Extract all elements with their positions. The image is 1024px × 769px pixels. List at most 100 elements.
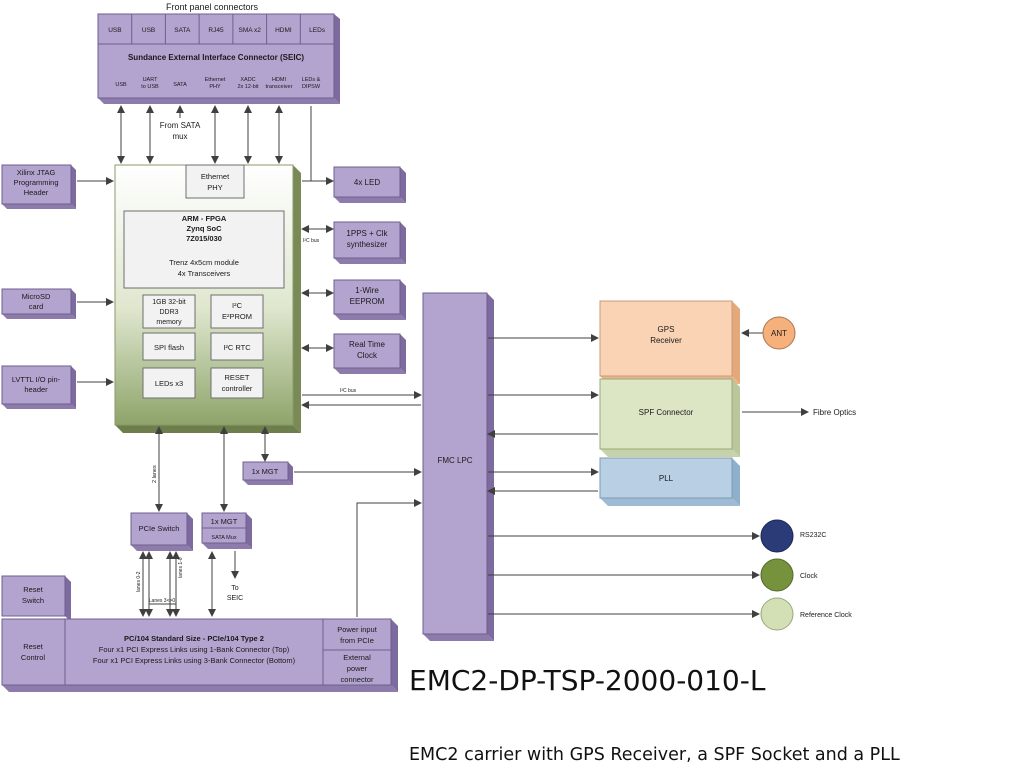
seic-sub-sata: SATA — [173, 82, 187, 88]
seic-sub-eth-2: PHY — [209, 84, 221, 90]
rtc-label-1: Real Time — [349, 340, 386, 349]
lanes-0-2-label: lanes 0-2 — [136, 571, 142, 592]
i2c-bus-label-2: I²C bus — [340, 388, 357, 394]
onewire-label-1: 1-Wire — [355, 286, 379, 295]
fmc-lpc-block — [422, 292, 494, 641]
lvttl-header-block — [1, 365, 76, 409]
clock-circle — [760, 558, 794, 592]
ddr3-label-1: 1GB 32-bit — [152, 299, 186, 306]
rtc-label-2: Clock — [357, 351, 378, 360]
seic-sub-usb: USB — [115, 82, 127, 88]
clock-label: Clock — [800, 573, 818, 580]
i2c-rtc-box — [210, 332, 264, 361]
to-seic-label-2: SEIC — [227, 595, 243, 602]
fp-port-5: SMA x2 — [238, 27, 261, 34]
reference-clock-circle — [760, 597, 794, 631]
reset-controller-box — [210, 367, 264, 399]
power-pcie-label-2: from PCIe — [340, 636, 374, 645]
leds-x3-box — [142, 367, 196, 399]
ddr3-box — [142, 294, 196, 329]
gps-label-2: Receiver — [650, 336, 682, 345]
transceivers-label: 4x Transceivers — [178, 269, 231, 278]
jtag-label-2: Programming — [13, 178, 58, 187]
jtag-header-block — [1, 164, 76, 209]
reference-clock-label: Reference Clock — [800, 612, 852, 619]
trenz-module-label: Trenz 4x5cm module — [169, 258, 239, 267]
lvttl-label-1: LVTTL I/O pin- — [12, 375, 61, 384]
reset-switch-label-2: Switch — [22, 596, 44, 605]
reset-switch-block — [1, 575, 71, 622]
fmc-lpc-label: FMC LPC — [437, 456, 472, 465]
ddr3-label-2: DDR3 — [159, 309, 178, 316]
jtag-label-1: Xilinx JTAG — [17, 168, 56, 177]
lanes-1-0-label: lanes 1-0 — [178, 557, 184, 578]
microsd-label-2: card — [29, 302, 44, 311]
lvttl-label-2: header — [24, 385, 48, 394]
to-seic-label-1: To — [231, 585, 239, 592]
front-panel-title: Front panel connectors — [166, 2, 259, 12]
mgt2-label: 1x MGT — [211, 517, 238, 526]
zynq-part-label: 7Z015/030 — [186, 234, 222, 243]
seic-sub-eth-1: Ethernet — [205, 77, 226, 83]
fp-port-2: USB — [142, 27, 155, 34]
seic-sub-uart-2: to USB — [141, 84, 159, 90]
zynq-soc-box — [123, 210, 285, 289]
jtag-label-3: Header — [24, 188, 49, 197]
reset-control-label-2: Control — [21, 653, 46, 662]
fp-port-6: HDMI — [275, 27, 292, 34]
product-caption: EMC2 carrier with GPS Receiver, a SPF So… — [409, 745, 900, 765]
i2c-bus-label-1: I²C bus — [303, 238, 320, 244]
pcie-switch-label: PCIe Switch — [139, 524, 180, 533]
zynq-soc-label: Zynq SoC — [187, 224, 223, 233]
pll-label: PLL — [659, 474, 674, 483]
rs232-label: RS232C — [800, 532, 826, 539]
eth-phy-label-2: PHY — [207, 183, 222, 192]
lanes-2-label: 2 lanes — [152, 465, 158, 483]
pps-synth-block — [333, 221, 406, 264]
mgt2-sata-mux-block — [201, 512, 252, 549]
pps-label-1: 1PPS + Clk — [346, 229, 388, 238]
spf-label: SPF Connector — [639, 408, 694, 417]
microsd-block — [1, 288, 76, 319]
seic-sub-hdmi-2: transceiver — [266, 84, 293, 90]
i2c-eeprom-label-1: I²C — [232, 301, 243, 310]
sata-mux-note-1: From SATA — [160, 121, 201, 130]
seic-sub-hdmi-1: HDMI — [272, 77, 287, 83]
ddr3-label-3: memory — [156, 319, 182, 326]
spi-flash-box — [142, 332, 196, 361]
fp-port-7: LEDs — [309, 27, 326, 34]
microsd-label-1: MicroSD — [22, 292, 51, 301]
pc104-board — [1, 618, 398, 692]
product-code: EMC2-DP-TSP-2000-010-L — [409, 664, 766, 697]
reset-switch-label-1: Reset — [23, 585, 44, 594]
real-time-clock-block — [333, 333, 406, 374]
fp-port-1: USB — [108, 27, 121, 34]
sata-mux-note-2: mux — [172, 132, 187, 141]
mgt1-block — [242, 461, 293, 485]
pps-label-2: synthesizer — [347, 240, 388, 249]
i2c-eeprom-label-2: E²PROM — [222, 312, 252, 321]
reset-control-label-1: Reset — [23, 642, 44, 651]
reset-controller-label-2: controller — [222, 384, 253, 393]
seic-sub-xadc-1: XADC — [240, 77, 255, 83]
seic-sub-leds-2: DIPSW — [302, 84, 321, 90]
i2c-eeprom-box — [210, 294, 264, 329]
fp-port-3: SATA — [174, 27, 191, 34]
arm-fpga-title: ARM - FPGA — [182, 214, 227, 223]
ant-circle — [762, 316, 796, 350]
pll-block — [599, 457, 740, 506]
led4-block — [333, 166, 406, 203]
i2c-rtc-label: I²C RTC — [223, 343, 251, 352]
power-pcie-label-1: Power input — [337, 625, 378, 634]
sata-mux-label: SATA Mux — [211, 535, 236, 541]
pc104-line-1: Four x1 PCI Express Links using 1-Bank C… — [99, 645, 290, 654]
power-ext-label-1: External — [343, 653, 371, 662]
power-ext-label-3: connector — [341, 675, 374, 684]
mgt1-label: 1x MGT — [252, 467, 279, 476]
ant-label: ANT — [771, 329, 787, 338]
fibre-optics-label: Fibre Optics — [813, 408, 856, 417]
pc104-title: PC/104 Standard Size - PCIe/104 Type 2 — [124, 634, 264, 643]
eth-phy-box — [185, 164, 245, 199]
seic-title: Sundance External Interface Connector (S… — [128, 53, 304, 62]
